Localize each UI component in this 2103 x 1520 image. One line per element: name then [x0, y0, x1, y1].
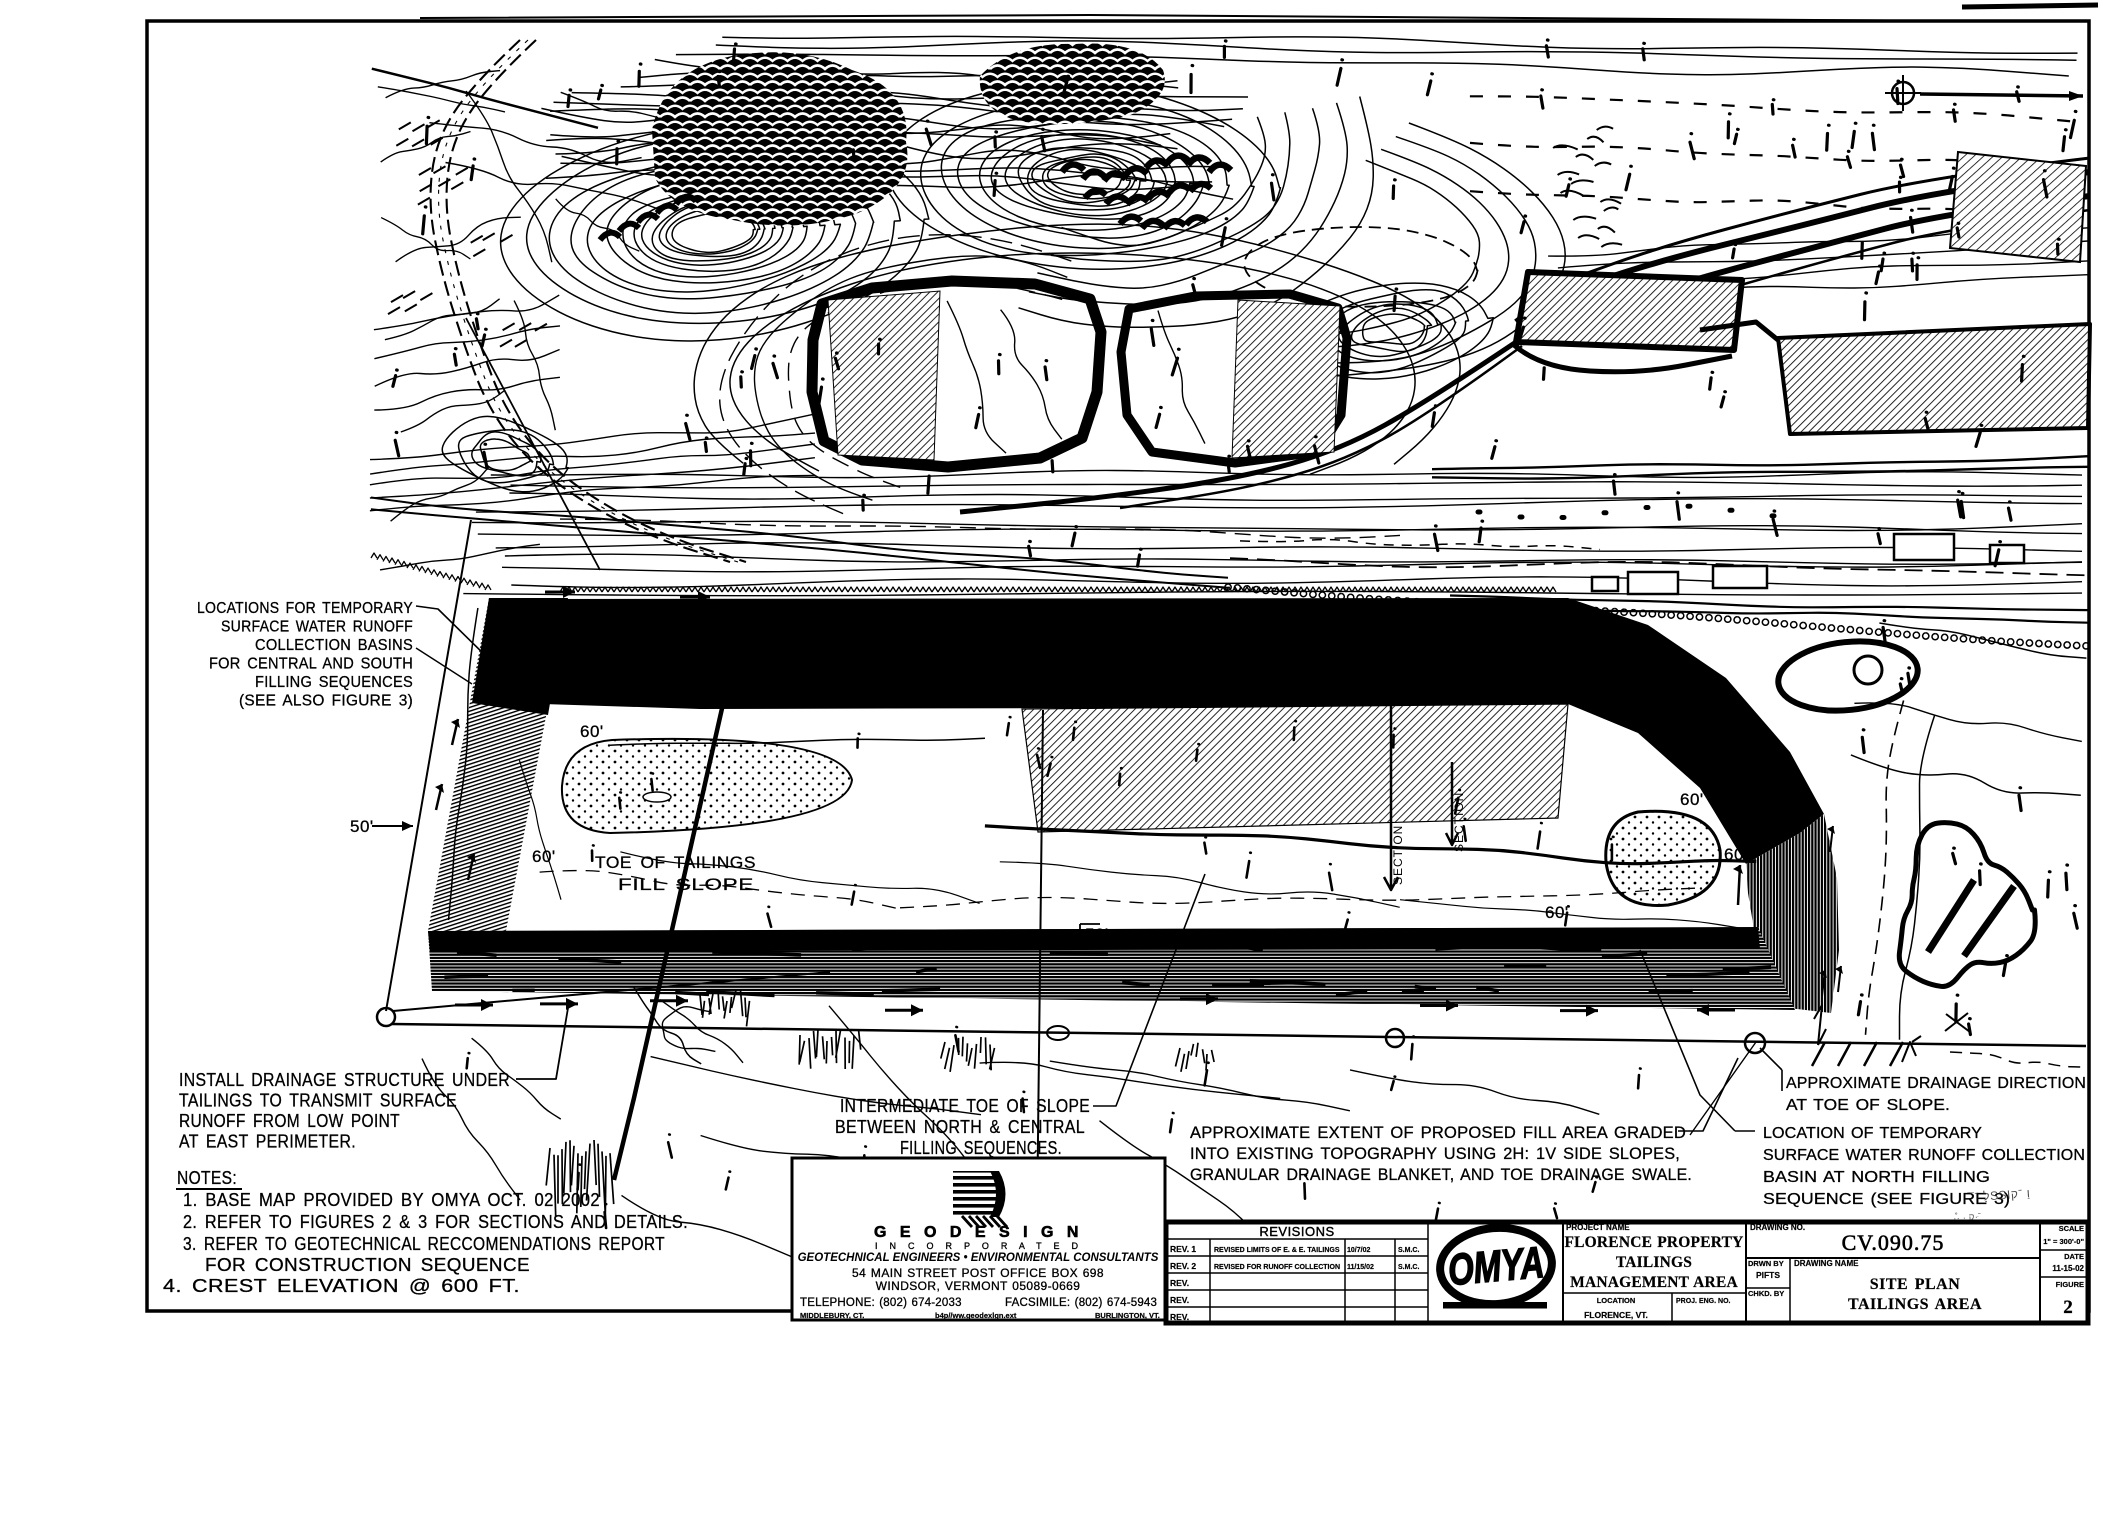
svg-text:DRAWING NAME: DRAWING NAME	[1794, 1259, 1859, 1268]
svg-text:60': 60'	[532, 847, 556, 866]
svg-text:SURFACE WATER RUNOFF: SURFACE WATER RUNOFF	[221, 619, 413, 636]
svg-text:TELEPHONE: (802) 674-2033: TELEPHONE: (802) 674-2033	[800, 1297, 962, 1309]
svg-text:11/15/02: 11/15/02	[1347, 1264, 1374, 1271]
svg-text:DRAWING NO.: DRAWING NO.	[1750, 1223, 1805, 1232]
svg-text:FACSIMILE: (802) 674-5943: FACSIMILE: (802) 674-5943	[1005, 1297, 1157, 1309]
svg-text:GRANULAR DRAINAGE BLANKET, AND: GRANULAR DRAINAGE BLANKET, AND TOE DRAIN…	[1190, 1165, 1692, 1184]
svg-text:I N C O R P O R A T E D: I N C O R P O R A T E D	[875, 1241, 1081, 1251]
svg-text:¯ˉ לָSSIוַ ˉק: ¯ˉ לָSSIוַ ˉק	[1966, 1186, 2031, 1204]
svg-text:60': 60'	[1680, 790, 1704, 809]
svg-text:INTO EXISTING TOPOGRAPHY USING: INTO EXISTING TOPOGRAPHY USING 2H: 1V SI…	[1190, 1144, 1680, 1163]
svg-text:4. CREST ELEVATION @ 600 FT.: 4. CREST ELEVATION @ 600 FT.	[163, 1276, 520, 1296]
svg-text:REVISED LIMITS OF E. & E. TAIL: REVISED LIMITS OF E. & E. TAILINGS	[1214, 1247, 1340, 1254]
svg-text:FLORENCE, VT.: FLORENCE, VT.	[1584, 1310, 1648, 1320]
svg-text:OMYA: OMYA	[1446, 1238, 1546, 1295]
svg-text:COLLECTION BASINS: COLLECTION BASINS	[255, 637, 413, 654]
svg-text:PROJ. ENG. NO.: PROJ. ENG. NO.	[1676, 1298, 1731, 1305]
svg-text:FILLING SEQUENCES: FILLING SEQUENCES	[255, 674, 413, 691]
svg-text:TAILINGS AREA: TAILINGS AREA	[1848, 1296, 1982, 1313]
svg-text:LOCATIONS FOR TEMPORARY: LOCATIONS FOR TEMPORARY	[197, 600, 413, 617]
svg-text:54 MAIN STREET POST OFFICE BOX: 54 MAIN STREET POST OFFICE BOX 698	[852, 1266, 1104, 1280]
svg-text:SECTION: SECTION	[1391, 825, 1405, 885]
svg-text:BURLINGTON, VT.: BURLINGTON, VT.	[1095, 1311, 1160, 1320]
svg-text:G E O D E S I G N: G E O D E S I G N	[874, 1224, 1082, 1241]
svg-text:REVISIONS: REVISIONS	[1259, 1224, 1334, 1239]
svg-text:DATE: DATE	[2064, 1252, 2084, 1261]
svg-text:S.M.C.: S.M.C.	[1398, 1264, 1419, 1271]
svg-text:REV. 1: REV. 1	[1170, 1244, 1196, 1254]
svg-text:RUNOFF FROM LOW POINT: RUNOFF FROM LOW POINT	[179, 1111, 400, 1131]
svg-text:60': 60'	[580, 722, 604, 741]
svg-text:50': 50'	[350, 817, 374, 836]
svg-text:PIFTS: PIFTS	[1756, 1270, 1780, 1280]
svg-text:60': 60'	[1724, 845, 1748, 864]
svg-text:AT TOE OF SLOPE.: AT TOE OF SLOPE.	[1786, 1097, 1950, 1114]
svg-text:FOR CONSTRUCTION SEQUENCE: FOR CONSTRUCTION SEQUENCE	[205, 1255, 530, 1275]
svg-text:APPROXIMATE DRAINAGE DIRECTION: APPROXIMATE DRAINAGE DIRECTION	[1786, 1075, 2086, 1092]
svg-text:INTERMEDIATE TOE OF SLOPE: INTERMEDIATE TOE OF SLOPE	[840, 1096, 1090, 1116]
svg-text:10/7/02: 10/7/02	[1347, 1247, 1370, 1254]
svg-text:3. REFER TO GEOTECHNICAL RECCO: 3. REFER TO GEOTECHNICAL RECCOMENDATIONS…	[183, 1234, 665, 1254]
svg-text:REV.: REV.	[1170, 1278, 1189, 1288]
svg-text:60': 60'	[1545, 903, 1569, 922]
svg-text:CV.090.75: CV.090.75	[1842, 1230, 1945, 1255]
svg-text:(SEE ALSO FIGURE 3): (SEE ALSO FIGURE 3)	[239, 693, 413, 710]
svg-text:LOCATION OF TEMPORARY: LOCATION OF TEMPORARY	[1763, 1125, 1982, 1142]
svg-text:BASIN AT NORTH FILLING: BASIN AT NORTH FILLING	[1763, 1169, 1990, 1186]
svg-text:SITE PLAN: SITE PLAN	[1870, 1276, 1961, 1293]
svg-text:DRWN BY: DRWN BY	[1748, 1259, 1784, 1268]
svg-text:INSTALL DRAINAGE STRUCTURE UND: INSTALL DRAINAGE STRUCTURE UNDER	[179, 1070, 510, 1090]
svg-text:b4p//ww.geodexlgn.ext: b4p//ww.geodexlgn.ext	[935, 1311, 1017, 1320]
svg-text:REVISED FOR RUNOFF COLLECTION: REVISED FOR RUNOFF COLLECTION	[1214, 1264, 1340, 1271]
svg-text:FLORENCE PROPERTY: FLORENCE PROPERTY	[1564, 1234, 1743, 1251]
svg-text:SEQUENCE (SEE FIGURE 3): SEQUENCE (SEE FIGURE 3)	[1763, 1191, 2010, 1208]
svg-text:BETWEEN NORTH & CENTRAL: BETWEEN NORTH & CENTRAL	[835, 1117, 1085, 1137]
svg-text:TOE OF TAILINGS: TOE OF TAILINGS	[595, 853, 756, 872]
svg-text:SURFACE WATER RUNOFF COLLECTIO: SURFACE WATER RUNOFF COLLECTION	[1763, 1147, 2085, 1164]
svg-text:AT EAST PERIMETER.: AT EAST PERIMETER.	[179, 1132, 356, 1152]
svg-text:1" = 300'-0": 1" = 300'-0"	[2043, 1237, 2084, 1246]
svg-text:TAILINGS TO TRANSMIT SURFACE: TAILINGS TO TRANSMIT SURFACE	[179, 1091, 457, 1111]
svg-text:MIDDLEBURY, CT.: MIDDLEBURY, CT.	[800, 1311, 864, 1320]
svg-text:FILLING SEQUENCES.: FILLING SEQUENCES.	[900, 1138, 1062, 1158]
svg-text:CHKD. BY: CHKD. BY	[1748, 1289, 1784, 1298]
svg-text:2: 2	[2063, 1297, 2073, 1318]
svg-text:FOR CENTRAL AND SOUTH: FOR CENTRAL AND SOUTH	[209, 656, 413, 673]
svg-text:MANAGEMENT AREA: MANAGEMENT AREA	[1570, 1274, 1738, 1291]
svg-text:FILL SLOPE: FILL SLOPE	[618, 875, 754, 894]
svg-text:APPROXIMATE EXTENT OF PROPOSED: APPROXIMATE EXTENT OF PROPOSED FILL AREA…	[1190, 1123, 1686, 1142]
svg-text:50': 50'	[1085, 925, 1109, 944]
svg-text:GEOTECHNICAL ENGINEERS • ENVIR: GEOTECHNICAL ENGINEERS • ENVIRONMENTAL C…	[798, 1252, 1159, 1264]
svg-text:NOTES:: NOTES:	[177, 1168, 237, 1188]
svg-text:TAILINGS: TAILINGS	[1616, 1254, 1692, 1271]
svg-text:1. BASE MAP PROVIDED BY OMYA O: 1. BASE MAP PROVIDED BY OMYA OCT. 02 200…	[183, 1190, 600, 1210]
svg-text:S.M.C.: S.M.C.	[1398, 1247, 1419, 1254]
svg-text:REV.: REV.	[1170, 1312, 1189, 1322]
svg-text:WINDSOR, VERMONT 05089-0669: WINDSOR, VERMONT 05089-0669	[876, 1279, 1081, 1293]
svg-text:REV.: REV.	[1170, 1295, 1189, 1305]
svg-text:2. REFER TO FIGURES 2 & 3 FOR: 2. REFER TO FIGURES 2 & 3 FOR SECTIONS A…	[183, 1212, 688, 1232]
svg-text:FIGURE: FIGURE	[2056, 1280, 2084, 1289]
svg-text:REV. 2: REV. 2	[1170, 1261, 1196, 1271]
svg-text:LOCATION: LOCATION	[1597, 1296, 1636, 1305]
svg-text:11-15-02: 11-15-02	[2052, 1264, 2084, 1273]
svg-text:SCALE: SCALE	[2059, 1224, 2084, 1233]
svg-text:PROJECT NAME: PROJECT NAME	[1566, 1223, 1630, 1232]
